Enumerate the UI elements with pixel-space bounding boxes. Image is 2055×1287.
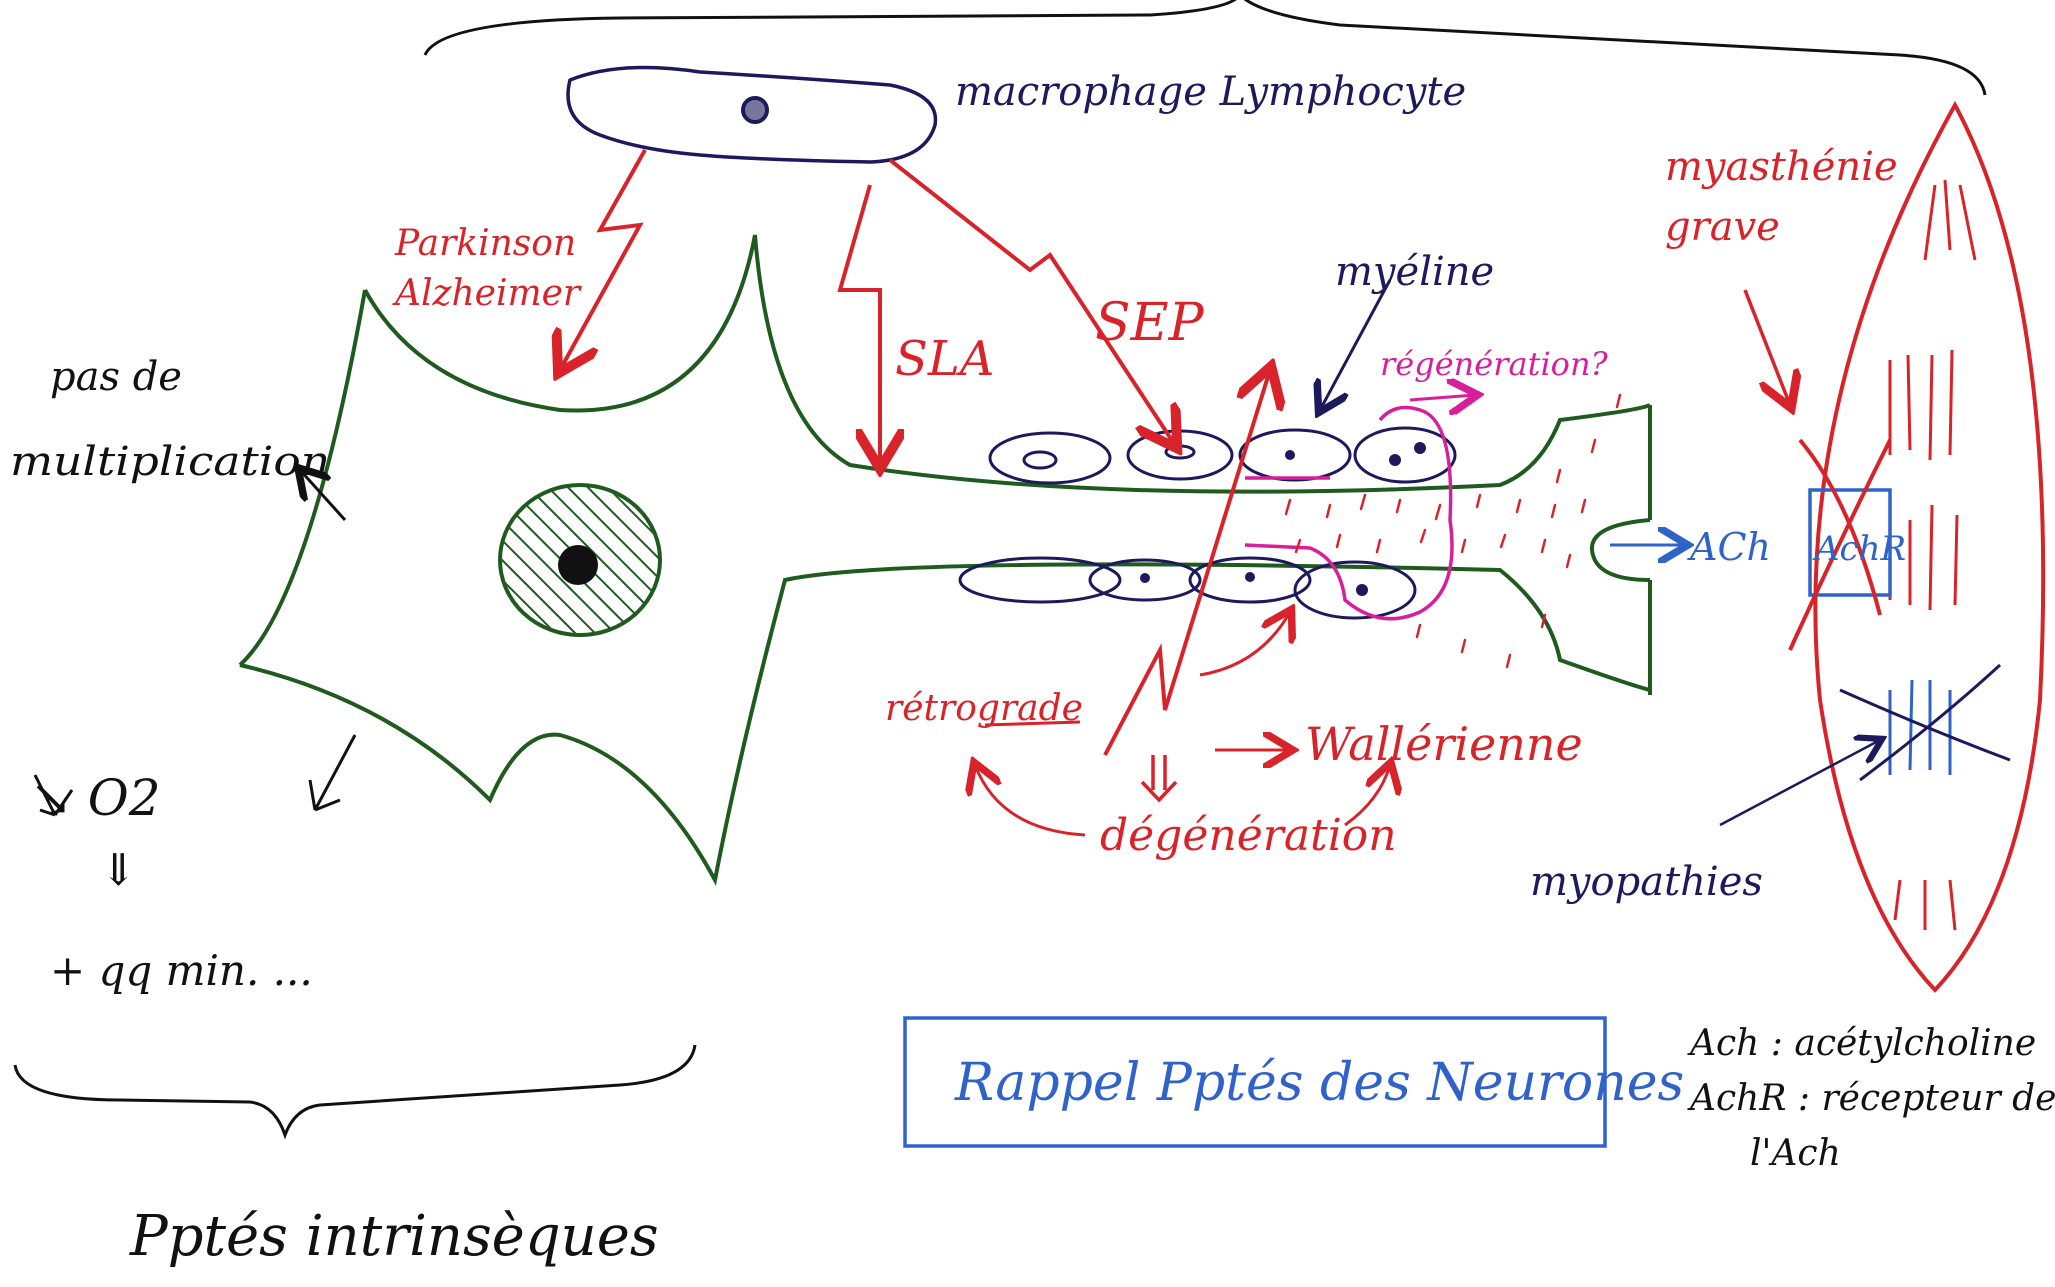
regeneration-zone (1245, 408, 1452, 619)
legend-line-3: l'Ach (1750, 1133, 1841, 1174)
alzheimer-label: Alzheimer (392, 273, 582, 314)
no-multiplication-label: multiplication (10, 439, 330, 485)
sep-label: SEP (1095, 293, 1205, 353)
myelin-dots (1140, 442, 1426, 596)
myelin-label: myéline (1335, 249, 1494, 295)
achr-label: AchR (1812, 529, 1906, 569)
myasthenia-arrow (1745, 290, 1790, 405)
ach-label: ACh (1687, 525, 1771, 569)
macrophage-nucleus (743, 98, 767, 122)
sla-label: SLA (895, 331, 994, 387)
legend-line-1: Ach : acétylcholine (1687, 1023, 2036, 1064)
macrophage-label: macrophage Lymphocyte (955, 69, 1466, 115)
death-label: + qq min. ... (50, 946, 313, 995)
intrinsic-properties-label: Pptés intrinsèques (129, 1204, 659, 1269)
myasthenia-label-1: myasthénie (1665, 144, 1898, 190)
sla-arrow (840, 185, 880, 465)
myelin-sheaths (960, 428, 1455, 618)
bottom-brace (15, 1045, 695, 1135)
legend-line-2: AchR : récepteur de (1687, 1078, 2055, 1119)
wallerian-label: Wallérienne (1305, 717, 1583, 771)
myopathy-cross (1840, 665, 2010, 780)
o2-consequence-arrow: ⇓ (100, 845, 137, 896)
parkinson-label: Parkinson (394, 223, 576, 264)
synapse-cup (1592, 520, 1650, 580)
nucleolus (558, 545, 598, 585)
retrograde-label: rétrograde (885, 688, 1083, 729)
regeneration-label: régénération? (1380, 345, 1609, 383)
retrograde-curve (975, 765, 1085, 835)
o2-label: ↘ O2 (30, 769, 161, 827)
myopathy-pointer (1720, 740, 1880, 825)
myopathy-lines (1890, 680, 1950, 775)
myasthenia-label-2: grave (1665, 204, 1780, 250)
regeneration-arrow (1410, 395, 1475, 400)
cell-down-arrow (310, 735, 355, 810)
myopathy-label: myopathies (1530, 859, 1763, 905)
no-multiplication-label-1: pas de (50, 354, 182, 400)
page-title: Rappel Pptés des Neurones (954, 1053, 1684, 1113)
degeneration-down-arrow (1142, 755, 1176, 800)
degeneration-label: dégénération (1100, 810, 1397, 861)
anterograde-curve (1200, 612, 1290, 675)
